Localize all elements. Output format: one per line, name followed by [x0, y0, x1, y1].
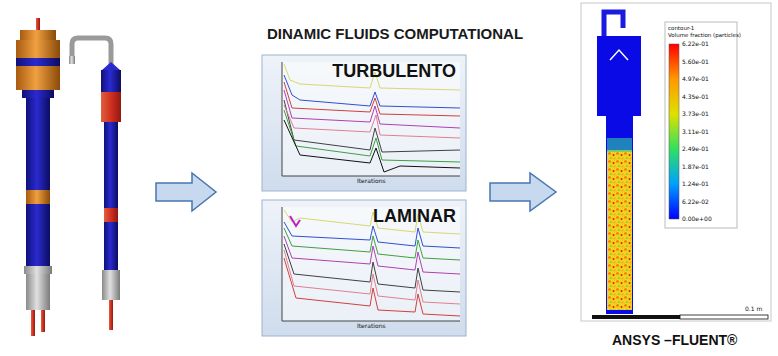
legend-heading: Volume fraction (particles) — [668, 32, 741, 38]
chart-panel: TURBULENTO — [262, 55, 466, 191]
scale-value: 4.35e-01 — [682, 94, 709, 101]
scale-value: 5.60e-01 — [682, 59, 709, 66]
scale-value: 6.22e-01 — [682, 41, 709, 48]
axis-label: Iterations — [357, 178, 386, 185]
scale-value: 2.49e-01 — [682, 146, 709, 153]
diagram-title: DINAMIC FLUIDS COMPUTATIONAL — [267, 26, 523, 43]
chart-panel: LAMINAR — [262, 200, 466, 336]
panel-heading: TURBULENTO — [332, 61, 456, 82]
scale-label: 0.1 m — [745, 306, 762, 313]
axis-label: Iterations — [357, 323, 386, 330]
scale-value: 3.11e-01 — [682, 129, 709, 136]
scale-value: 4.97e-01 — [682, 76, 709, 83]
scale-value: 0.00e+00 — [682, 216, 712, 223]
scale-value: 3.73e-01 — [682, 111, 709, 118]
software-name: ANSYS –FLUENT® — [612, 333, 737, 348]
scale-value: 1.24e-01 — [682, 181, 709, 188]
scale-value: 1.87e-01 — [682, 164, 709, 171]
legend-heading: contour-1 — [668, 25, 694, 31]
panel-heading: LAMINAR — [373, 206, 456, 227]
scale-value: 6.22e-02 — [682, 199, 709, 206]
